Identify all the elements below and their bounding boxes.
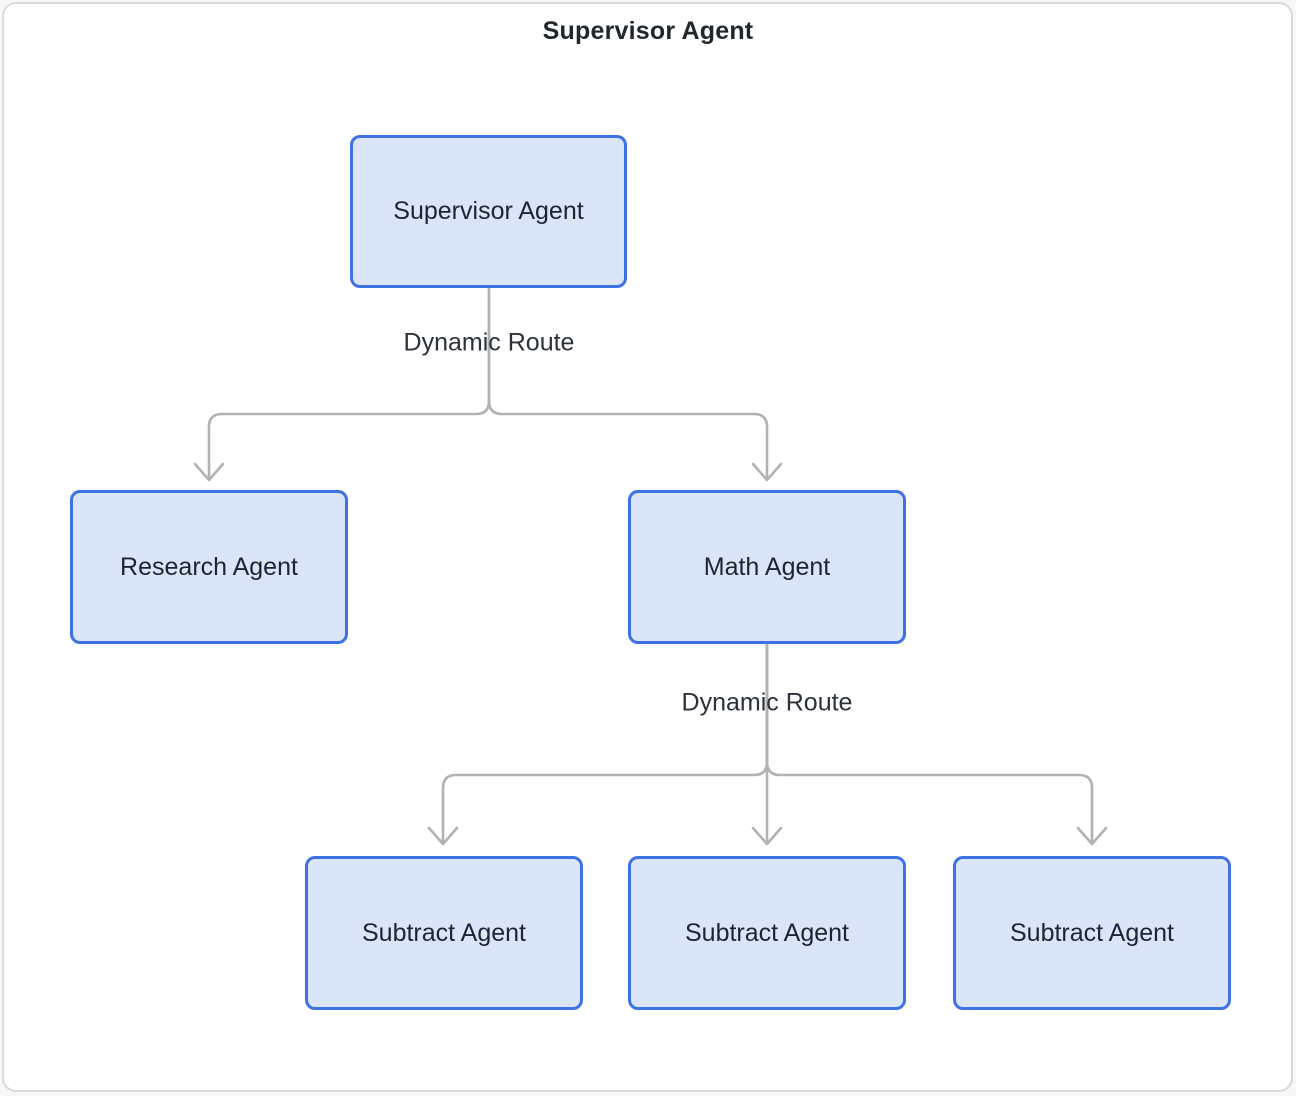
- node-supervisor-agent: Supervisor Agent: [350, 135, 627, 288]
- edge-label-dynamic-route-2: Dynamic Route: [681, 688, 853, 717]
- node-subtract-agent-3: Subtract Agent: [953, 856, 1231, 1010]
- node-label: Research Agent: [120, 552, 298, 581]
- node-math-agent: Math Agent: [628, 490, 906, 644]
- node-label: Math Agent: [703, 552, 831, 581]
- node-research-agent: Research Agent: [70, 490, 348, 644]
- node-subtract-agent-1: Subtract Agent: [305, 856, 583, 1010]
- node-label: Subtract Agent: [361, 918, 526, 947]
- node-label: Supervisor Agent: [393, 197, 584, 225]
- node-label: Subtract Agent: [1009, 918, 1174, 947]
- node-subtract-agent-2: Subtract Agent: [628, 856, 906, 1010]
- diagram-title: Supervisor Agent: [542, 17, 754, 45]
- edge-label-dynamic-route-1: Dynamic Route: [403, 328, 575, 357]
- node-label: Subtract Agent: [684, 918, 849, 947]
